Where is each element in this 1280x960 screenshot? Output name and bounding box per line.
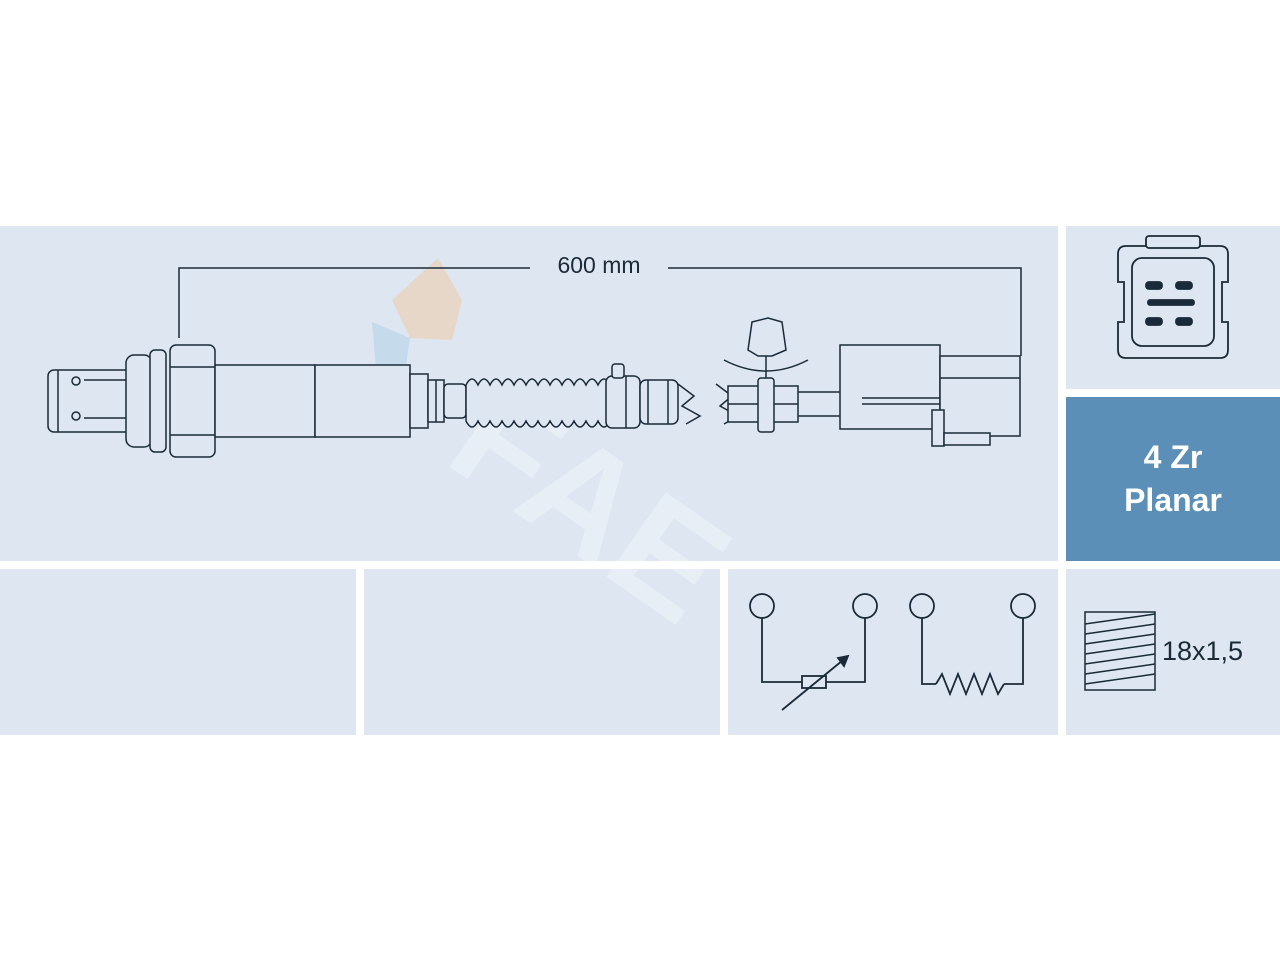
sensor-type-line2: Planar [1124,482,1222,518]
cable-length-label: 600 mm [540,252,658,279]
empty-panel-2 [364,569,720,735]
brand-logo-watermark: FAE [372,258,758,655]
dimension-line [178,267,1022,356]
sensor-type-label: 4 Zr Planar [1066,436,1280,522]
connector-4pin-icon [1117,235,1229,359]
variable-resistor-icon [749,593,878,711]
oxygen-sensor-icon [47,317,1021,458]
empty-panel-1 [0,569,356,735]
sensor-type-line1: 4 Zr [1143,439,1203,475]
heater-resistor-icon [909,593,1036,697]
thread-size-label: 18x1,5 [1162,636,1244,666]
thread-icon [1084,611,1156,691]
sensor-type-panel [1066,397,1280,561]
circuit-panel [728,569,1058,735]
